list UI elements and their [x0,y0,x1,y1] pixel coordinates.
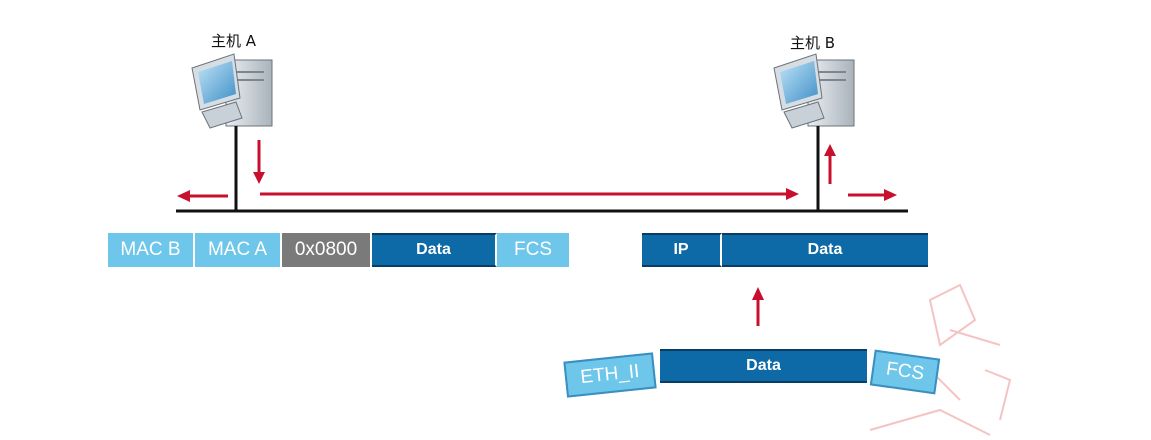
send-arrow [253,140,265,184]
computer-icon [191,53,273,129]
host-a-label: 主机 A [211,32,257,50]
decapsulation-arrow [752,287,764,326]
left-propagation-arrow [177,190,228,202]
ip-data-field: Data [722,233,928,267]
dest-mac-field: MAC B [108,233,195,267]
transmission-arrow [260,188,799,200]
ip-header-field: IP [642,233,722,267]
data-field: Data [372,233,497,267]
host-b-label: 主机 B [790,34,836,52]
stripped-data: Data [660,349,867,383]
ethernet-frame: MAC B MAC A 0x0800 Data FCS [108,233,569,267]
computer-icon [773,53,855,129]
right-propagation-arrow [848,189,897,201]
type-field: 0x0800 [282,233,372,267]
bottom-data-field: Data [660,349,867,383]
ip-packet: IP Data [642,233,928,267]
src-mac-field: MAC A [195,233,282,267]
fcs-field: FCS [497,233,569,267]
receive-arrow [824,144,836,184]
